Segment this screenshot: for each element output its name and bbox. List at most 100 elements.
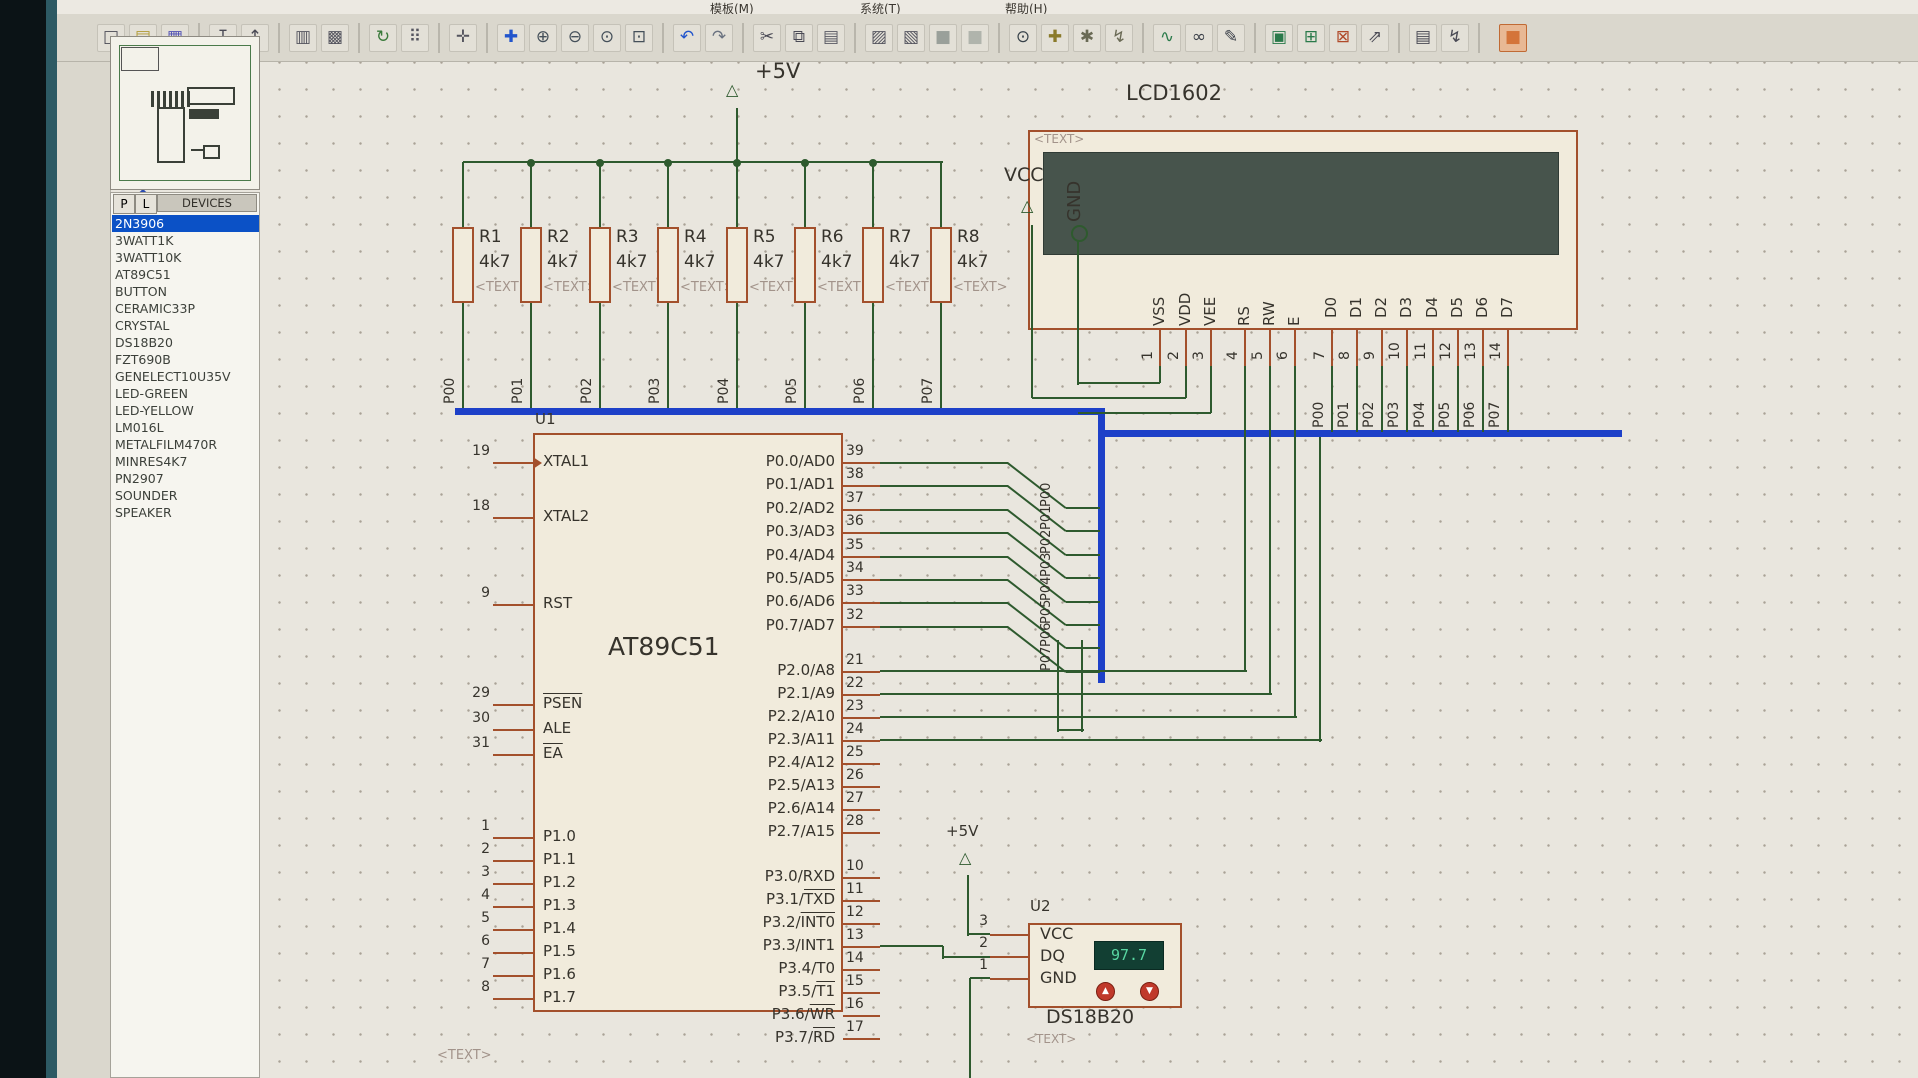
block-copy-icon[interactable]: ▨ — [865, 23, 893, 52]
wire[interactable] — [667, 162, 669, 227]
mcu-pin-stub[interactable] — [843, 877, 880, 879]
wire[interactable] — [1210, 366, 1212, 413]
device-list-item[interactable]: CERAMIC33P — [115, 301, 195, 316]
device-list-item[interactable]: LM016L — [115, 420, 164, 435]
wire[interactable] — [880, 532, 1008, 534]
device-list-item[interactable]: LED-YELLOW — [115, 403, 194, 418]
wire[interactable] — [599, 162, 601, 227]
wire[interactable] — [880, 945, 943, 947]
wire[interactable] — [1066, 671, 1100, 673]
wire[interactable] — [880, 739, 1322, 741]
plus5v-wire[interactable] — [736, 108, 738, 162]
wire[interactable] — [880, 509, 1008, 511]
packaging-tool-icon[interactable]: ✱ — [1073, 23, 1101, 52]
wire[interactable] — [1159, 366, 1161, 383]
lcd-pin-stub[interactable] — [1294, 330, 1296, 366]
pick-device-icon[interactable]: ⊙ — [1009, 23, 1037, 52]
zoom-all-icon[interactable]: ⊙ — [593, 23, 621, 52]
wire[interactable] — [804, 303, 806, 411]
wire[interactable] — [880, 693, 1272, 695]
decompose-icon[interactable]: ↯ — [1105, 23, 1133, 52]
wire[interactable] — [1006, 485, 1067, 532]
wire[interactable] — [1269, 366, 1271, 695]
wire[interactable] — [880, 556, 1008, 558]
mcu-pin-stub[interactable] — [843, 579, 880, 581]
mcu-pin-stub[interactable] — [493, 883, 533, 885]
mcu-pin-stub[interactable] — [843, 509, 880, 511]
wire[interactable] — [462, 162, 464, 227]
lcd-pin-stub[interactable] — [1185, 330, 1187, 366]
wire[interactable] — [969, 978, 971, 1078]
wire[interactable] — [1066, 530, 1100, 532]
bill-of-materials-icon[interactable]: ▤ — [1409, 23, 1437, 52]
lcd-pin-stub[interactable] — [1482, 330, 1484, 366]
undo-icon[interactable]: ↶ — [673, 23, 701, 52]
wire[interactable] — [530, 162, 532, 227]
wire[interactable] — [1006, 532, 1067, 579]
wire[interactable] — [1066, 507, 1100, 509]
wire[interactable] — [804, 162, 806, 227]
mcu-pin-stub[interactable] — [843, 786, 880, 788]
wire[interactable] — [1006, 509, 1067, 556]
device-list-item[interactable]: SPEAKER — [115, 505, 172, 520]
wire[interactable] — [1006, 556, 1067, 603]
resistor-R1[interactable] — [452, 227, 474, 303]
device-list-item[interactable]: DS18B20 — [115, 335, 173, 350]
zoom-in-icon[interactable]: ⊕ — [529, 23, 557, 52]
wire[interactable] — [872, 162, 874, 227]
simulate-icon[interactable]: ■ — [1499, 23, 1527, 52]
pan-icon[interactable]: ✚ — [497, 23, 525, 52]
mcu-pin-stub[interactable] — [493, 860, 533, 862]
resistor-R4[interactable] — [657, 227, 679, 303]
wire[interactable] — [968, 933, 990, 935]
block-rotate-icon[interactable]: ■ — [929, 23, 957, 52]
lcd-pin-stub[interactable] — [1331, 330, 1333, 366]
mcu-pin-stub[interactable] — [843, 1015, 880, 1017]
wire[interactable] — [736, 303, 738, 411]
print-icon[interactable]: ▥ — [289, 23, 317, 52]
device-list-item[interactable]: CRYSTAL — [115, 318, 170, 333]
mcu-pin-stub[interactable] — [843, 832, 880, 834]
wire[interactable] — [940, 162, 942, 227]
paste-icon[interactable]: ▤ — [817, 23, 845, 52]
property-assignment-icon[interactable]: ✎ — [1217, 23, 1245, 52]
wire[interactable] — [1058, 729, 1084, 731]
wire[interactable] — [1006, 579, 1067, 626]
copy-icon[interactable]: ⧉ — [785, 23, 813, 52]
mcu-pin-stub[interactable] — [843, 626, 880, 628]
wire[interactable] — [880, 602, 1008, 604]
wire[interactable] — [967, 875, 969, 936]
wire[interactable] — [872, 303, 874, 411]
wire[interactable] — [1185, 366, 1187, 398]
toggle-grid-icon[interactable]: ⠿ — [401, 23, 429, 52]
mcu-pin-stub[interactable] — [493, 517, 533, 519]
lcd-pin-stub[interactable] — [1356, 330, 1358, 366]
mcu-pin-stub[interactable] — [493, 837, 533, 839]
mcu-pin-stub[interactable] — [493, 929, 533, 931]
device-list-item[interactable]: GENELECT10U35V — [115, 369, 231, 384]
power-rail-wire[interactable] — [463, 161, 943, 163]
mcu-pin-stub[interactable] — [843, 556, 880, 558]
wire[interactable] — [1406, 366, 1408, 432]
mcu-pin-stub[interactable] — [493, 704, 533, 706]
ds18b20-pin-stub[interactable] — [990, 956, 1028, 958]
wire[interactable] — [1432, 366, 1434, 432]
ds18b20-pin-stub[interactable] — [990, 978, 1028, 980]
make-device-icon[interactable]: ✚ — [1041, 23, 1069, 52]
resistor-R2[interactable] — [520, 227, 542, 303]
ds18b20-decrease-button[interactable]: ▼ — [1140, 982, 1159, 1001]
device-list-item[interactable]: 3WATT1K — [115, 233, 174, 248]
block-delete-icon[interactable]: ■ — [961, 23, 989, 52]
block-move-icon[interactable]: ▧ — [897, 23, 925, 52]
wire[interactable] — [880, 579, 1008, 581]
mcu-pin-stub[interactable] — [493, 906, 533, 908]
device-list-item[interactable]: METALFILM470R — [115, 437, 218, 452]
wire[interactable] — [970, 977, 990, 979]
resistor-R7[interactable] — [862, 227, 884, 303]
device-list-item[interactable]: SOUNDER — [115, 488, 178, 503]
menu-item[interactable]: 系统(T) — [860, 2, 901, 14]
resistor-R5[interactable] — [726, 227, 748, 303]
wire[interactable] — [880, 485, 1008, 487]
library-button[interactable]: L — [135, 194, 157, 214]
lcd-pin-stub[interactable] — [1269, 330, 1271, 366]
